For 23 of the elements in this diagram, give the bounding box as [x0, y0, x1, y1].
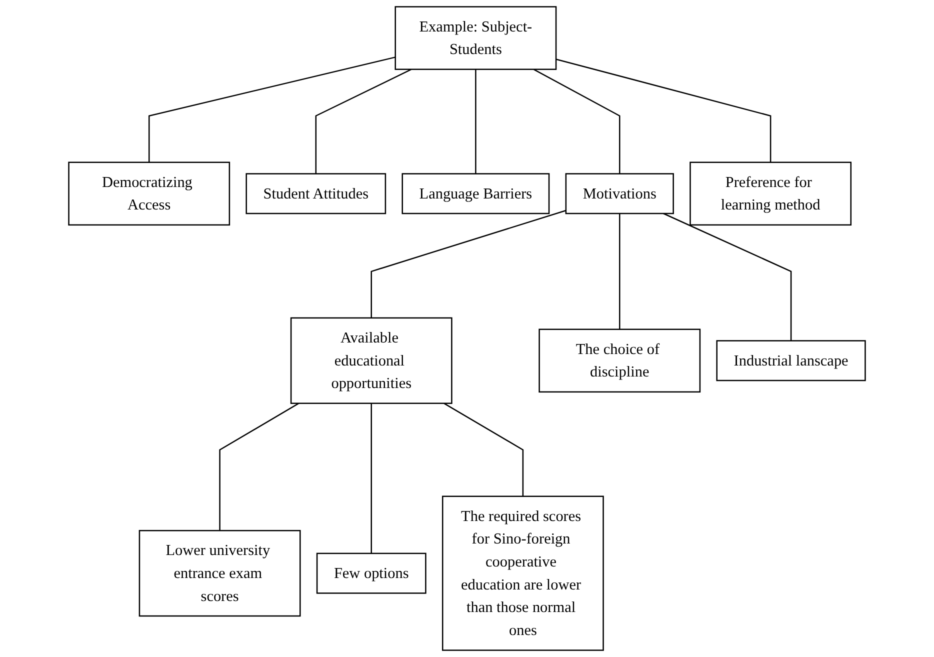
node-box: Lower university entrance exam scores: [138, 530, 301, 617]
connector: [148, 56, 396, 162]
connector: [219, 402, 300, 531]
node-box: Example: Subject-Students: [394, 6, 557, 70]
node-box: Few options: [316, 552, 426, 594]
connector: [370, 403, 372, 554]
node-box: Democratizing Access: [68, 162, 230, 226]
connector: [370, 210, 566, 318]
connector: [315, 68, 412, 174]
connector: [619, 214, 620, 330]
node-box: Motivations: [565, 173, 674, 214]
node-box: Preference for learning method: [690, 162, 852, 226]
node-box: Student Attitudes: [246, 173, 386, 214]
node-box: Language Barriers: [402, 173, 550, 214]
node-box: Available educational opportunities: [290, 317, 452, 404]
connector: [663, 212, 792, 341]
node-box: The required scores for Sino-foreign cooperative education are lower than those normal ones: [442, 496, 604, 651]
connector: [533, 68, 620, 174]
connector: [556, 58, 772, 162]
node-box: The choice of discipline: [538, 328, 701, 393]
node-box: Industrial lanscape: [716, 340, 866, 382]
connector: [444, 402, 524, 496]
connector: [475, 69, 476, 174]
